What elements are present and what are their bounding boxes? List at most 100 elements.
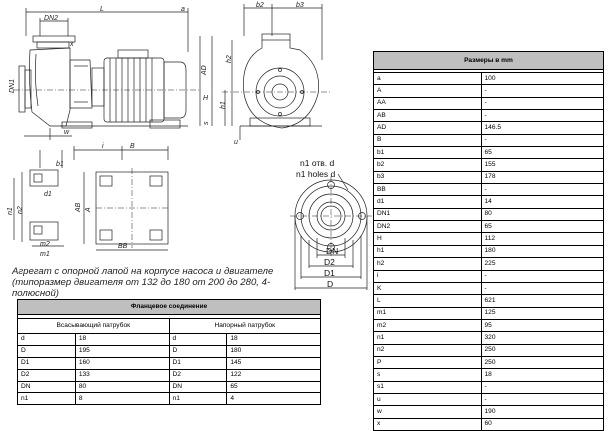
dimension-key: h2: [373, 257, 482, 271]
label-h: H: [203, 95, 209, 102]
label-u: u: [234, 139, 238, 146]
dimension-key: DN1: [373, 207, 482, 222]
dimension-value: 65: [480, 146, 605, 160]
dimensions-table-title: Размеры в mm: [373, 51, 604, 70]
dimension-value: -: [480, 380, 605, 394]
dimension-key: h1: [373, 244, 482, 259]
dimension-value: -: [480, 109, 605, 123]
dimension-key: w: [373, 405, 482, 419]
dimension-value: 14: [480, 195, 605, 209]
dimension-key: B: [373, 133, 482, 148]
label-bb: BB: [118, 243, 128, 250]
flange-detail: [290, 173, 372, 290]
dimension-key: s: [373, 368, 482, 382]
dimension-value: 320: [480, 331, 605, 345]
label-a: a: [181, 6, 185, 13]
label-d-big: D: [327, 279, 333, 289]
dimension-value: 178: [480, 170, 605, 185]
dimension-value: -: [480, 392, 605, 407]
dimension-key: n1: [373, 331, 482, 345]
caption-line-2: (типоразмер двигателя от 132 до 180 от 2…: [12, 277, 271, 299]
dimension-key: DN2: [373, 220, 482, 234]
dimension-value: 65: [480, 220, 605, 234]
dimension-key: P: [373, 355, 482, 370]
dimension-value: -: [480, 84, 605, 98]
label-b1: b1: [56, 161, 64, 168]
label-d1-big: D1: [324, 268, 335, 278]
table-row: BB-: [373, 183, 605, 197]
table-row: AB-: [373, 109, 605, 123]
table-row: u-: [373, 392, 605, 407]
dimension-key: a: [373, 71, 482, 86]
dimension-value: 225: [480, 257, 605, 271]
dimension-value: 80: [480, 207, 605, 222]
label-s: s: [203, 121, 210, 125]
technical-drawing: DN2 L a x AD H s DN1 w b2 b3 h2 h1 u: [7, 2, 372, 290]
dimension-value: 18: [480, 368, 605, 382]
dimension-value: 180: [480, 244, 605, 259]
label-d1: d1: [44, 191, 52, 198]
dimension-value: -: [480, 183, 605, 197]
table-row: K-: [373, 281, 605, 296]
dimension-key: m2: [373, 318, 482, 333]
discharge-header: Напорный патрубок: [168, 318, 322, 334]
label-holes-en: n1 holes d: [296, 169, 335, 179]
dimension-value: 250: [480, 343, 605, 357]
label-m2: m2: [40, 241, 50, 248]
label-d2: D2: [324, 257, 335, 267]
dimension-key: b1: [373, 146, 482, 160]
dimension-key: AD: [373, 121, 482, 135]
table-row: i-: [373, 269, 605, 283]
label-n2: n2: [17, 206, 24, 214]
dimension-value: 146.5: [480, 121, 605, 135]
dimension-key: K: [373, 281, 482, 296]
label-ab: AB: [75, 202, 82, 213]
label-a-big: A: [85, 207, 92, 213]
label-m1: m1: [40, 251, 50, 258]
dimension-value: -: [480, 269, 605, 283]
dimension-value: 125: [480, 306, 605, 320]
dimension-value: 190: [480, 405, 605, 419]
table-row: A-: [373, 84, 605, 98]
dimension-value: 112: [480, 232, 605, 246]
suction-header: Всасывающий патрубок: [17, 318, 170, 334]
drawing-caption: Агрегат с опорной лапой на корпусе насос…: [12, 266, 312, 299]
dimension-key: n2: [373, 343, 482, 357]
dimension-key: m1: [373, 306, 482, 320]
caption-line-1: Агрегат с опорной лапой на корпусе насос…: [12, 266, 274, 277]
dimension-value: 155: [480, 158, 605, 172]
dimension-key: A: [373, 84, 482, 98]
dimension-value: 621: [480, 294, 605, 308]
table-row: s1-: [373, 380, 605, 394]
dimension-value: 250: [480, 355, 605, 370]
dimension-key: L: [373, 294, 482, 308]
dimension-key: x: [373, 417, 482, 431]
label-b2: b2: [256, 2, 264, 9]
label-dn1: DN1: [9, 79, 16, 93]
dimension-key: AA: [373, 96, 482, 111]
dimension-value: -: [480, 96, 605, 111]
label-h1: h1: [220, 101, 227, 109]
flange-connection-table: Фланцевое соединение Всасывающий патрубо…: [17, 299, 322, 406]
dimension-key: s1: [373, 380, 482, 394]
table-row: AA-: [373, 96, 605, 111]
